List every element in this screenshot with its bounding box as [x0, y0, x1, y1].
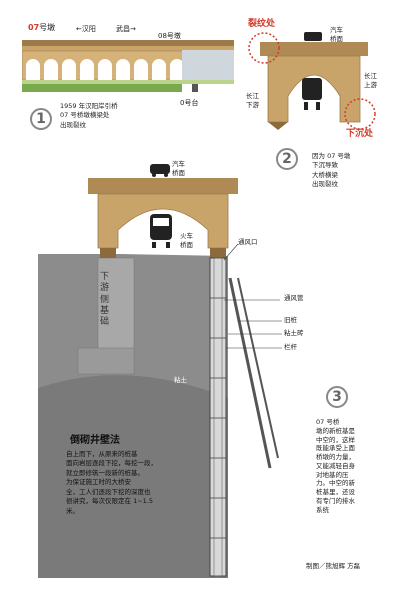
caption-line: 下沉导致	[312, 161, 338, 170]
pier-08-label: 08号墩	[158, 32, 181, 40]
direction-right: 武昌→	[116, 25, 136, 33]
label-line: 汽车	[172, 160, 185, 168]
text-line: 墩的新桩基是	[316, 426, 355, 435]
caption-line: 大桥横梁	[312, 170, 338, 179]
text-line: 面向岩层逐段下挖，每挖一段，	[66, 459, 157, 468]
pier-07-label: 07	[28, 23, 40, 32]
text-line: 对地基的压	[316, 470, 349, 479]
label-line: 桥面	[330, 35, 343, 44]
pier-07-suffix: 号墩	[39, 23, 56, 32]
method-title: 倒砌井壁法	[70, 435, 120, 446]
pier-cross-section	[248, 32, 376, 130]
label-line: 汽车	[330, 26, 343, 34]
caption-line: 1959 年汉阳岸引桥	[60, 102, 118, 110]
text-line: 就立即修筑一段新的桩基。	[66, 468, 144, 477]
train-deck-label: 火车 桥面	[180, 232, 193, 251]
text-line: 桩基里，还设	[316, 488, 355, 497]
sink-label: 下沉处	[346, 129, 374, 139]
text-line: 力。中空的新	[316, 479, 355, 488]
step-3-number: 3	[326, 386, 348, 408]
railing-label: 栏杆	[284, 343, 297, 351]
vent-pipe-label: 通风管	[284, 294, 304, 302]
label-line: 上游	[364, 81, 377, 90]
text-line: 米。	[66, 506, 79, 515]
vent-label: 通风口	[238, 238, 258, 246]
text-line: 既能承受上面	[316, 444, 355, 453]
text-line: 又能减轻自身	[316, 461, 355, 470]
text-line: 很讲究，每次仅限定在 1~1.5	[66, 497, 153, 506]
text-line: 系统	[316, 505, 329, 514]
text-line: 全，工人们逐段下挖的深度也	[66, 487, 151, 496]
explain-text: 07 号桥 墩的新桩基是 中空的，这样 既能承受上面 桥墩的力量， 又能减轻自身…	[316, 418, 355, 514]
clay-brick-label: 粘土砖	[284, 329, 304, 337]
caption-line: 出现裂纹	[60, 120, 86, 129]
crack-label: 裂纹处	[248, 19, 276, 29]
car-deck-label: 汽车 桥面	[330, 26, 343, 45]
label-line: 长江	[364, 72, 377, 80]
car-deck-label-3: 汽车 桥面	[172, 160, 185, 179]
step-2-number: 2	[276, 148, 298, 170]
step-1-number: 1	[30, 108, 52, 130]
caption-line: 因为 07 号墩	[312, 152, 351, 160]
label-line: 火车	[180, 232, 193, 240]
label-line: 下游	[246, 101, 259, 110]
downstream-foundation-label: 下游侧基础	[100, 272, 110, 327]
panel1-caption: 1959 年汉阳岸引桥 07 号桥墩横梁处 出现裂纹	[60, 102, 118, 130]
bridge-illustration	[22, 40, 234, 92]
left-side-label: 长江 下游	[246, 92, 259, 111]
label-line: 桥面	[180, 241, 193, 250]
method-text: 自上而下，从原来的桩基 面向岩层逐段下挖，每挖一段， 就立即修筑一段新的桩基。 …	[66, 450, 157, 516]
old-pile-label: 旧桩	[284, 316, 297, 324]
credit: 制图／熊旭辉 方磊	[306, 562, 361, 570]
foundation-cross-section	[38, 164, 338, 578]
label-line: 桥面	[172, 169, 185, 178]
text-line: 中空的，这样	[316, 435, 355, 444]
text-line: 为保证施工时的大桥安	[66, 478, 131, 487]
platform-label: 0号台	[180, 99, 199, 107]
label-line: 长江	[246, 92, 259, 100]
text-line: 桥墩的力量，	[316, 453, 355, 462]
text-line: 自上而下，从原来的桩基	[66, 450, 138, 458]
panel2-caption: 因为 07 号墩 下沉导致 大桥横梁 出现裂纹	[312, 152, 350, 190]
text-line: 07 号桥	[316, 418, 340, 426]
caption-line: 出现裂纹	[312, 180, 338, 189]
clay-label: 粘土	[174, 376, 187, 384]
direction-left: ←汉阳	[76, 25, 96, 33]
right-side-label: 长江 上游	[364, 72, 377, 91]
text-line: 有专门的排水	[316, 496, 355, 505]
caption-line: 07 号桥墩横梁处	[60, 111, 110, 120]
